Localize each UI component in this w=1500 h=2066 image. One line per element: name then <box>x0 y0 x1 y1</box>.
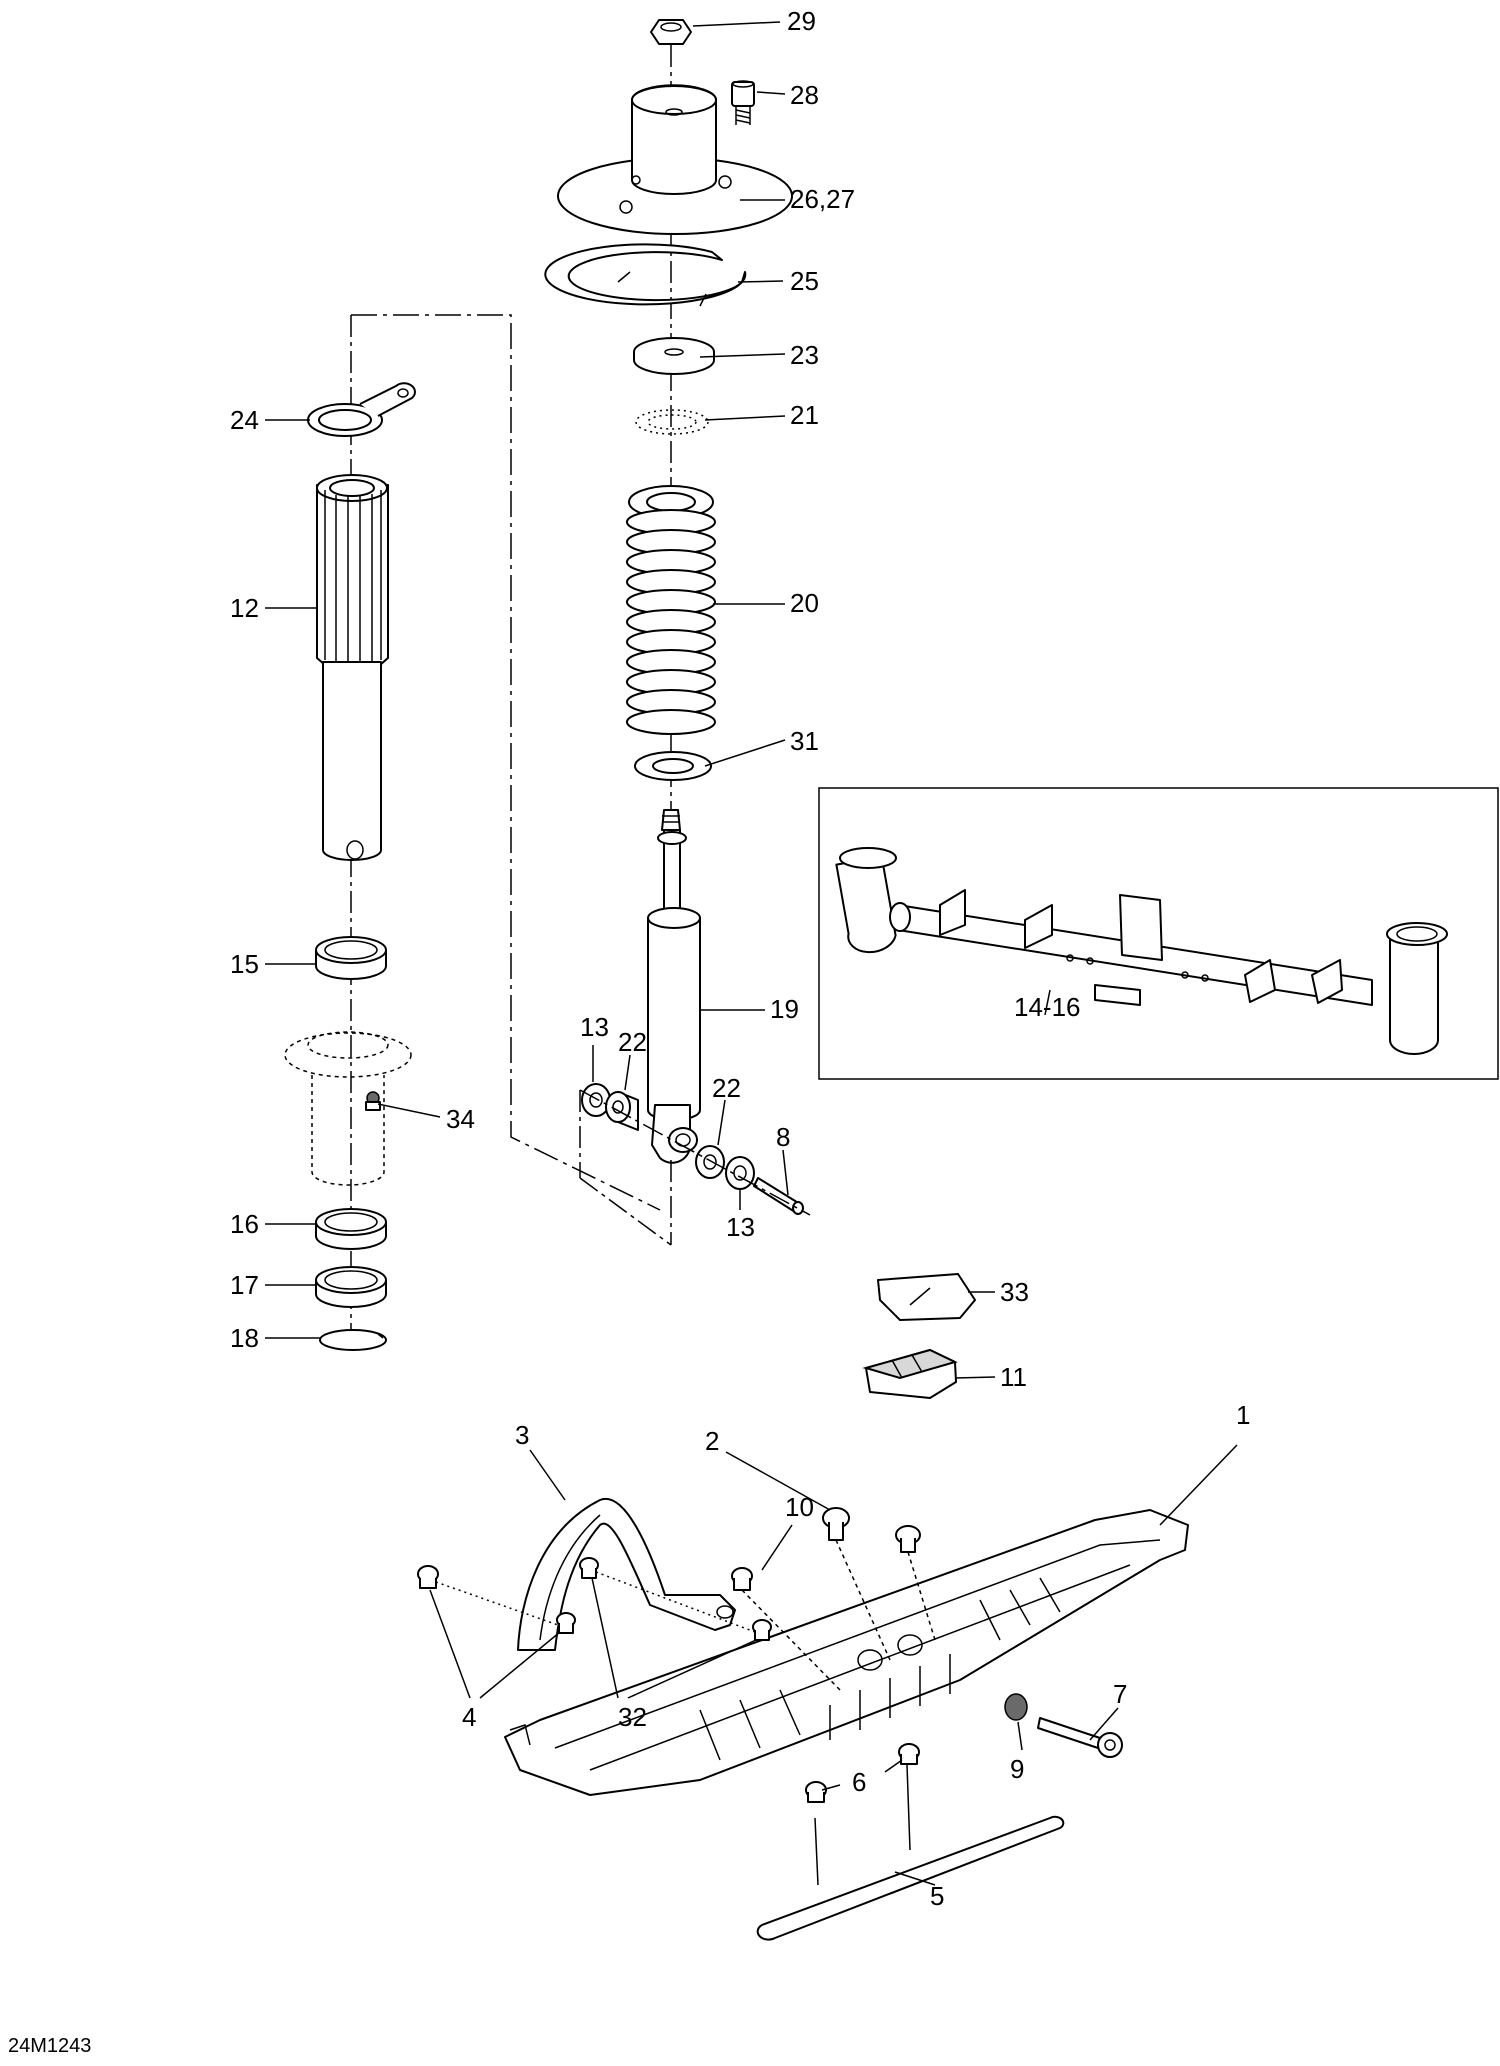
callout-10: 10 <box>785 1492 814 1522</box>
callout-4: 4 <box>462 1702 476 1732</box>
callout-13-left: 13 <box>580 1012 609 1042</box>
callout-34: 34 <box>446 1104 475 1134</box>
part-17-bushing[interactable] <box>315 1266 387 1308</box>
part-4-bolt-right[interactable] <box>556 1612 576 1634</box>
part-29-nut[interactable] <box>650 19 692 45</box>
part-3-ski-handle[interactable] <box>517 1497 736 1651</box>
callout-11: 11 <box>1000 1362 1027 1392</box>
callout-26-27: 26,27 <box>790 184 855 214</box>
callout-15: 15 <box>230 949 259 979</box>
callout-7: 7 <box>1113 1679 1127 1709</box>
callout-14-16: 14-16 <box>1014 992 1081 1022</box>
callout-6: 6 <box>852 1767 866 1797</box>
part-20-spring[interactable] <box>626 485 716 735</box>
callout-2: 2 <box>705 1426 719 1456</box>
callout-29: 29 <box>787 6 816 36</box>
part-21-washer[interactable] <box>635 409 709 435</box>
diagram-code: 24M1243 <box>8 2035 91 2057</box>
callout-18: 18 <box>230 1323 259 1353</box>
part-9-washer[interactable] <box>1004 1693 1028 1721</box>
part-2-bushing-second[interactable] <box>895 1525 921 1553</box>
callout-24: 24 <box>230 405 259 435</box>
part-33-wear-plate[interactable] <box>877 1273 976 1321</box>
part-32-bolt-right[interactable] <box>752 1619 772 1641</box>
phantom-routing-line <box>351 314 661 1211</box>
callout-8: 8 <box>776 1122 790 1152</box>
callout-32: 32 <box>618 1702 647 1732</box>
callout-21: 21 <box>790 400 819 430</box>
part-6-nut-right[interactable] <box>898 1743 920 1765</box>
part-13-washer-right[interactable] <box>725 1156 755 1190</box>
part-32-bolt-left[interactable] <box>579 1557 599 1579</box>
part-18-snap-ring[interactable] <box>319 1329 387 1351</box>
callout-28: 28 <box>790 80 819 110</box>
part-22-bushing-left[interactable] <box>605 1091 639 1131</box>
part-16-bushing[interactable] <box>315 1208 387 1250</box>
callout-16: 16 <box>230 1209 259 1239</box>
part-15-bushing[interactable] <box>315 936 387 980</box>
part-31-washer[interactable] <box>634 751 712 781</box>
callout-31: 31 <box>790 726 819 756</box>
part-8-pin[interactable] <box>753 1177 804 1215</box>
part-34-grease-fitting[interactable] <box>365 1091 381 1111</box>
part-26-27-top-cap[interactable] <box>557 84 793 235</box>
callout-22-right: 22 <box>712 1073 741 1103</box>
callout-22-left: 22 <box>618 1027 647 1057</box>
part-19-shock-absorber[interactable] <box>647 809 701 1164</box>
part-14-16-crossmember[interactable] <box>835 847 1448 1055</box>
part-7-bolt[interactable] <box>1037 1717 1123 1758</box>
callout-1: 1 <box>1236 1400 1250 1430</box>
inset-frame <box>818 787 1499 1080</box>
callout-3: 3 <box>515 1420 529 1450</box>
part-2-bushing[interactable] <box>822 1507 850 1541</box>
part-28-bolt[interactable] <box>731 80 755 125</box>
part-10-nut[interactable] <box>731 1567 753 1591</box>
callout-20: 20 <box>790 588 819 618</box>
part-23-spring-seat[interactable] <box>633 337 715 375</box>
part-22-bushing-right[interactable] <box>695 1145 725 1179</box>
ski-assembly-guides <box>435 1539 936 1691</box>
callout-12: 12 <box>230 593 259 623</box>
callout-33: 33 <box>1000 1277 1029 1307</box>
callout-17: 17 <box>230 1270 259 1300</box>
callout-9: 9 <box>1010 1754 1024 1784</box>
phantom-spindle-housing <box>284 1031 412 1186</box>
callout-25: 25 <box>790 266 819 296</box>
shock-hardware-axis <box>579 1089 811 1246</box>
part-12-spindle[interactable] <box>316 474 389 861</box>
part-1-ski[interactable] <box>504 1509 1189 1796</box>
callout-19: 19 <box>770 994 799 1024</box>
part-11-ski-stopper[interactable] <box>862 1348 958 1399</box>
callout-13-right: 13 <box>726 1212 755 1242</box>
part-5-runner[interactable] <box>756 1764 1065 1941</box>
leader-lines <box>265 21 1238 1886</box>
part-24-steering-arm[interactable] <box>307 382 416 437</box>
callout-23: 23 <box>790 340 819 370</box>
part-6-nut-left[interactable] <box>805 1781 827 1803</box>
callout-5: 5 <box>930 1881 944 1911</box>
part-4-bolt-left[interactable] <box>417 1565 439 1589</box>
part-25-circlip[interactable] <box>544 243 747 307</box>
